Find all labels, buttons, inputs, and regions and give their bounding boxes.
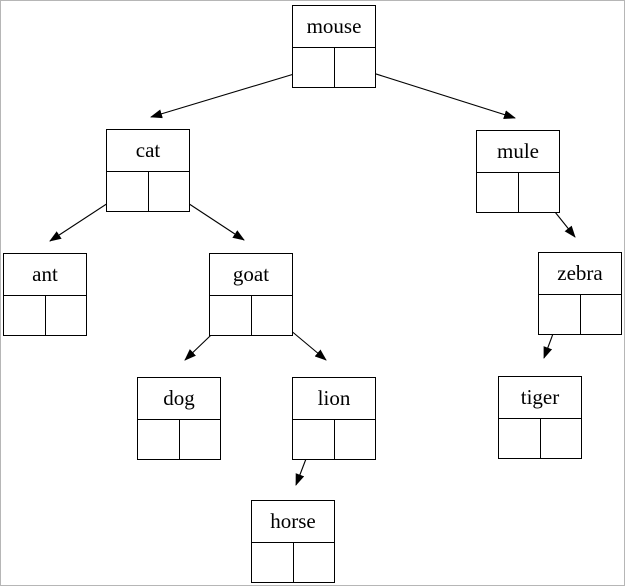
node-label-horse: horse — [252, 501, 334, 543]
edge-mouse-cat — [150, 67, 315, 119]
tree-node-horse: horse — [251, 500, 335, 583]
tree-node-cat: cat — [106, 129, 190, 212]
left-pointer-cell — [477, 173, 519, 212]
tree-node-mule: mule — [476, 130, 560, 213]
right-pointer-cell — [46, 296, 87, 335]
node-label-zebra: zebra — [539, 253, 621, 295]
node-label-mouse: mouse — [293, 6, 375, 48]
right-pointer-cell — [335, 420, 376, 459]
left-pointer-cell — [138, 420, 180, 459]
node-label-goat: goat — [210, 254, 292, 296]
tree-node-ant: ant — [3, 253, 87, 336]
node-label-lion: lion — [293, 378, 375, 420]
right-pointer-cell — [252, 296, 293, 335]
left-pointer-cell — [539, 295, 581, 334]
node-label-ant: ant — [4, 254, 86, 296]
right-pointer-cell — [180, 420, 221, 459]
left-pointer-cell — [293, 420, 335, 459]
right-pointer-cell — [581, 295, 622, 334]
node-label-mule: mule — [477, 131, 559, 173]
right-pointer-cell — [519, 173, 560, 212]
node-label-dog: dog — [138, 378, 220, 420]
node-label-tiger: tiger — [499, 377, 581, 419]
tree-node-lion: lion — [292, 377, 376, 460]
left-pointer-cell — [293, 48, 335, 87]
right-pointer-cell — [541, 419, 582, 458]
right-pointer-cell — [149, 172, 190, 211]
right-pointer-cell — [294, 543, 335, 582]
tree-node-dog: dog — [137, 377, 221, 460]
left-pointer-cell — [107, 172, 149, 211]
tree-node-zebra: zebra — [538, 252, 622, 335]
left-pointer-cell — [252, 543, 294, 582]
tree-node-goat: goat — [209, 253, 293, 336]
node-label-cat: cat — [107, 130, 189, 172]
right-pointer-cell — [335, 48, 376, 87]
tree-node-mouse: mouse — [292, 5, 376, 88]
tree-node-tiger: tiger — [498, 376, 582, 459]
left-pointer-cell — [4, 296, 46, 335]
left-pointer-cell — [210, 296, 252, 335]
edge-mouse-mule — [353, 66, 516, 119]
left-pointer-cell — [499, 419, 541, 458]
